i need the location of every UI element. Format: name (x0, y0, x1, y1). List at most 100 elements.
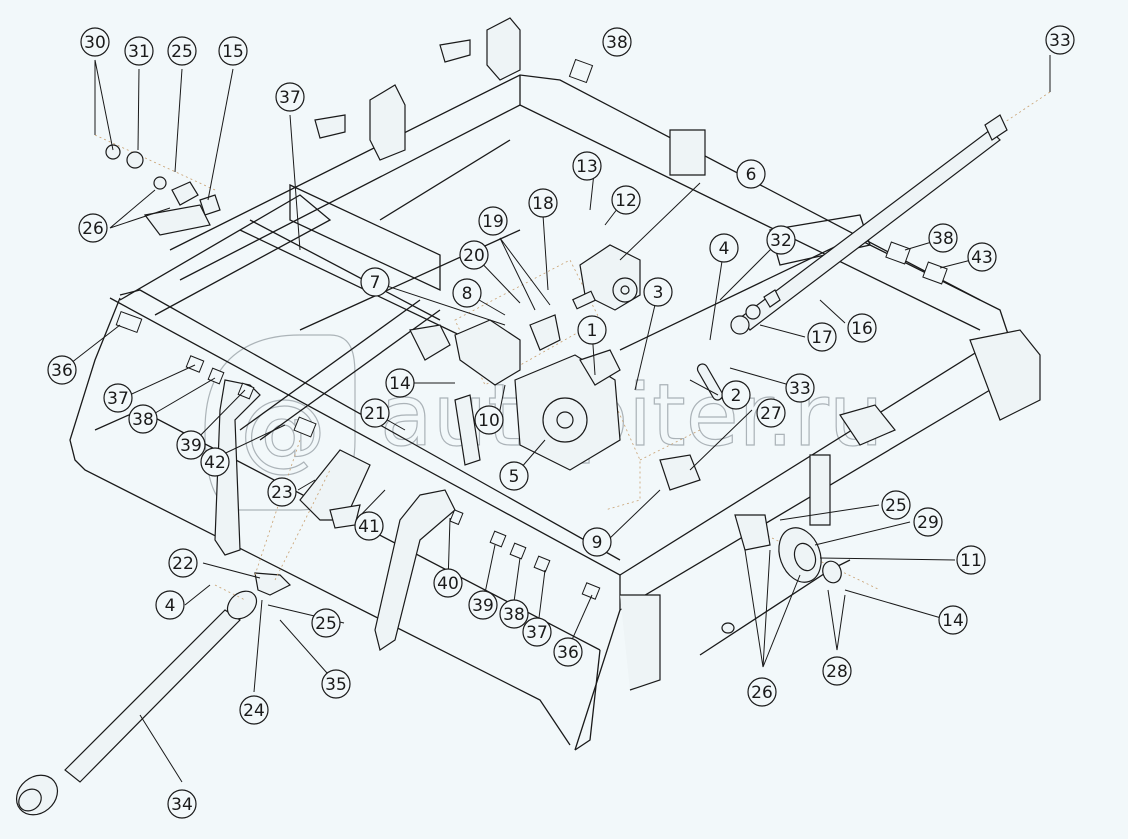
callout-38: 38 (128, 404, 158, 434)
callout-bubble (766, 225, 796, 255)
callout-number: 8 (462, 284, 473, 304)
callout-bubble (785, 373, 815, 403)
callout-40: 40 (433, 568, 463, 598)
callout-bubble (881, 490, 911, 520)
callout-30: 30 (80, 27, 110, 57)
callout-bubble (499, 599, 529, 629)
callout-number: 26 (751, 683, 773, 703)
callout-number: 38 (503, 605, 525, 625)
callout-38: 38 (602, 27, 632, 57)
callout-34: 34 (167, 789, 197, 819)
callout-bubble (433, 568, 463, 598)
callout-bubble (459, 240, 489, 270)
callout-number: 12 (615, 191, 637, 211)
callout-bubble (928, 223, 958, 253)
callout-bubble (218, 36, 248, 66)
callout-number: 43 (971, 248, 993, 268)
callout-10: 10 (474, 405, 504, 435)
callout-number: 19 (482, 212, 504, 232)
callout-18: 18 (528, 188, 558, 218)
callout-number: 4 (165, 596, 176, 616)
callout-41: 41 (354, 511, 384, 541)
callout-13: 13 (572, 151, 602, 181)
callout-number: 34 (171, 795, 193, 815)
callout-bubble (499, 461, 529, 491)
callout-20: 20 (459, 240, 489, 270)
callout-number: 38 (132, 410, 154, 430)
callout-25: 25 (311, 608, 341, 638)
callout-bubble (822, 656, 852, 686)
callout-31: 31 (124, 36, 154, 66)
callout-22: 22 (168, 548, 198, 578)
callout-bubble (47, 355, 77, 385)
callout-bubble (168, 548, 198, 578)
callout-bubble (643, 277, 673, 307)
callout-bubble (167, 36, 197, 66)
callout-number: 17 (811, 328, 833, 348)
callout-bubble (360, 398, 390, 428)
callout-number: 37 (526, 623, 548, 643)
callout-21: 21 (360, 398, 390, 428)
callout-bubble (124, 36, 154, 66)
callout-bubble (360, 267, 390, 297)
callout-bubble (736, 159, 766, 189)
callout-number: 5 (509, 467, 520, 487)
callout-28: 28 (822, 656, 852, 686)
callout-bubble (756, 398, 786, 428)
callout-43: 43 (967, 242, 997, 272)
lower-pto-shaft (15, 584, 258, 816)
callout-11: 11 (956, 545, 986, 575)
callout-bubble (468, 590, 498, 620)
callout-bubble (167, 789, 197, 819)
callout-bubble (128, 404, 158, 434)
callout-number: 14 (942, 611, 964, 631)
callout-14: 14 (938, 605, 968, 635)
callout-bubble (522, 617, 552, 647)
callout-number: 14 (389, 374, 411, 394)
callout-bubble (956, 545, 986, 575)
callout-2: 2 (721, 380, 751, 410)
callout-bubble (239, 695, 269, 725)
callout-bubble (611, 185, 641, 215)
callout-number: 26 (82, 219, 104, 239)
callout-bubble (311, 608, 341, 638)
callout-17: 17 (807, 322, 837, 352)
callout-23: 23 (267, 477, 297, 507)
callout-number: 18 (532, 194, 554, 214)
callout-number: 7 (370, 273, 381, 293)
callout-bubble (354, 511, 384, 541)
callout-26: 26 (78, 213, 108, 243)
callout-25: 25 (881, 490, 911, 520)
callout-number: 22 (172, 554, 194, 574)
callout-4: 4 (709, 233, 739, 263)
callout-27: 27 (756, 398, 786, 428)
callout-number: 35 (325, 675, 347, 695)
callout-number: 20 (463, 246, 485, 266)
callout-26: 26 (747, 677, 777, 707)
callout-number: 29 (917, 513, 939, 533)
callout-number: 10 (478, 411, 500, 431)
callout-number: 33 (1049, 31, 1071, 51)
callout-bubble (553, 637, 583, 667)
callout-number: 27 (760, 404, 782, 424)
callout-number: 32 (770, 231, 792, 251)
callout-number: 21 (364, 404, 386, 424)
callout-number: 33 (789, 379, 811, 399)
callout-number: 36 (557, 643, 579, 663)
callout-38: 38 (499, 599, 529, 629)
callout-number: 16 (851, 319, 873, 339)
callout-37: 37 (275, 82, 305, 112)
callout-bubble (78, 213, 108, 243)
callout-42: 42 (200, 447, 230, 477)
callout-36: 36 (47, 355, 77, 385)
callout-number: 25 (885, 496, 907, 516)
callout-39: 39 (176, 430, 206, 460)
front-deck (69, 289, 1041, 751)
callout-bubble (200, 447, 230, 477)
callout-9: 9 (582, 527, 612, 557)
callout-bubble (452, 278, 482, 308)
callout-33: 33 (785, 373, 815, 403)
callout-29: 29 (913, 507, 943, 537)
callout-number: 25 (315, 614, 337, 634)
